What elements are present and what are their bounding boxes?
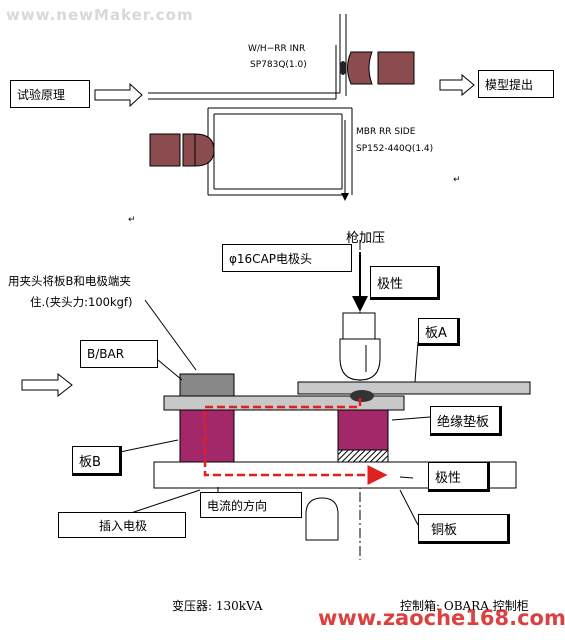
insulation-block [337, 409, 389, 451]
lower-input-arrow [21, 372, 73, 398]
insulation-hatch [337, 449, 389, 463]
polarity-pos-box: 极性 [370, 266, 440, 300]
bottom-electrode-icon [305, 497, 339, 541]
upper-weld-nugget [339, 61, 347, 75]
input-arrow [94, 82, 143, 108]
electrode-cap-box: φ16CAP电极头 [222, 244, 352, 272]
wh-part-outline [148, 14, 347, 100]
gun-pressure-label: 枪加压 [346, 231, 386, 246]
mbr-label-line2: SP152-440Q(1.4) [356, 144, 434, 154]
mbr-part-outline [207, 107, 353, 196]
clamp-note-line2: 住.(夹头力:100kgf) [30, 295, 133, 309]
transformer-label: 变压器: 130kVA [172, 599, 263, 613]
wh-label-line2: SP783Q(1.0) [250, 60, 307, 70]
test-principle-box: 试验原理 [10, 80, 90, 108]
b-bar-box: B/BAR [80, 340, 158, 368]
plate-a-label: 板A [425, 325, 447, 341]
current-direction-box: 电流的方向 [200, 492, 302, 518]
b-bar-block [179, 373, 235, 397]
polarity-neg-label: 极性 [435, 470, 462, 486]
insulation-pad-label: 绝缘垫板 [437, 414, 490, 430]
svg-text:↵: ↵ [453, 175, 461, 185]
controller-label: 控制箱: OBARA 控制柜 [400, 599, 529, 613]
copper-plate-label: 铜板 [431, 522, 458, 538]
current-direction-label: 电流的方向 [207, 498, 268, 513]
model-proposal-label: 模型提出 [485, 77, 534, 92]
upper-right-electrode-icon [347, 51, 415, 85]
watermark-bottom: www.zaoche168.com [318, 606, 565, 630]
plate-b-label: 板B [79, 454, 101, 470]
cap-electrode-icon [339, 312, 381, 381]
plate-b-box: 板B [72, 446, 122, 476]
polarity-pos-label: 极性 [377, 276, 404, 292]
polarity-neg-box: 极性 [428, 462, 490, 492]
plate-a [297, 381, 531, 395]
wh-label-line1: W/H−RR INR [248, 44, 306, 54]
output-arrow [439, 73, 475, 97]
current-path [203, 398, 388, 485]
copper-plate-box: 铜板 [418, 514, 510, 544]
upper-left-electrode-icon [149, 133, 215, 167]
watermark-top: www.newMaker.com [6, 6, 194, 24]
test-principle-label: 试验原理 [17, 87, 66, 102]
b-bar-label: B/BAR [87, 347, 125, 361]
insert-electrode-box: 插入电极 [58, 512, 186, 538]
insulation-pad-box: 绝缘垫板 [430, 406, 502, 436]
mbr-label-line1: MBR RR SIDE [356, 127, 416, 137]
insert-electrode-label: 插入电极 [99, 518, 148, 533]
plate-a-box: 板A [418, 318, 460, 346]
clamp-note-line1: 用夹头将板B和电极端夹 [8, 274, 131, 288]
left-electrode-block [179, 409, 235, 463]
svg-text:↵: ↵ [128, 215, 136, 225]
lower-weld-nugget [350, 390, 374, 402]
electrode-cap-label: φ16CAP电极头 [229, 251, 313, 266]
model-proposal-box: 模型提出 [478, 70, 554, 98]
